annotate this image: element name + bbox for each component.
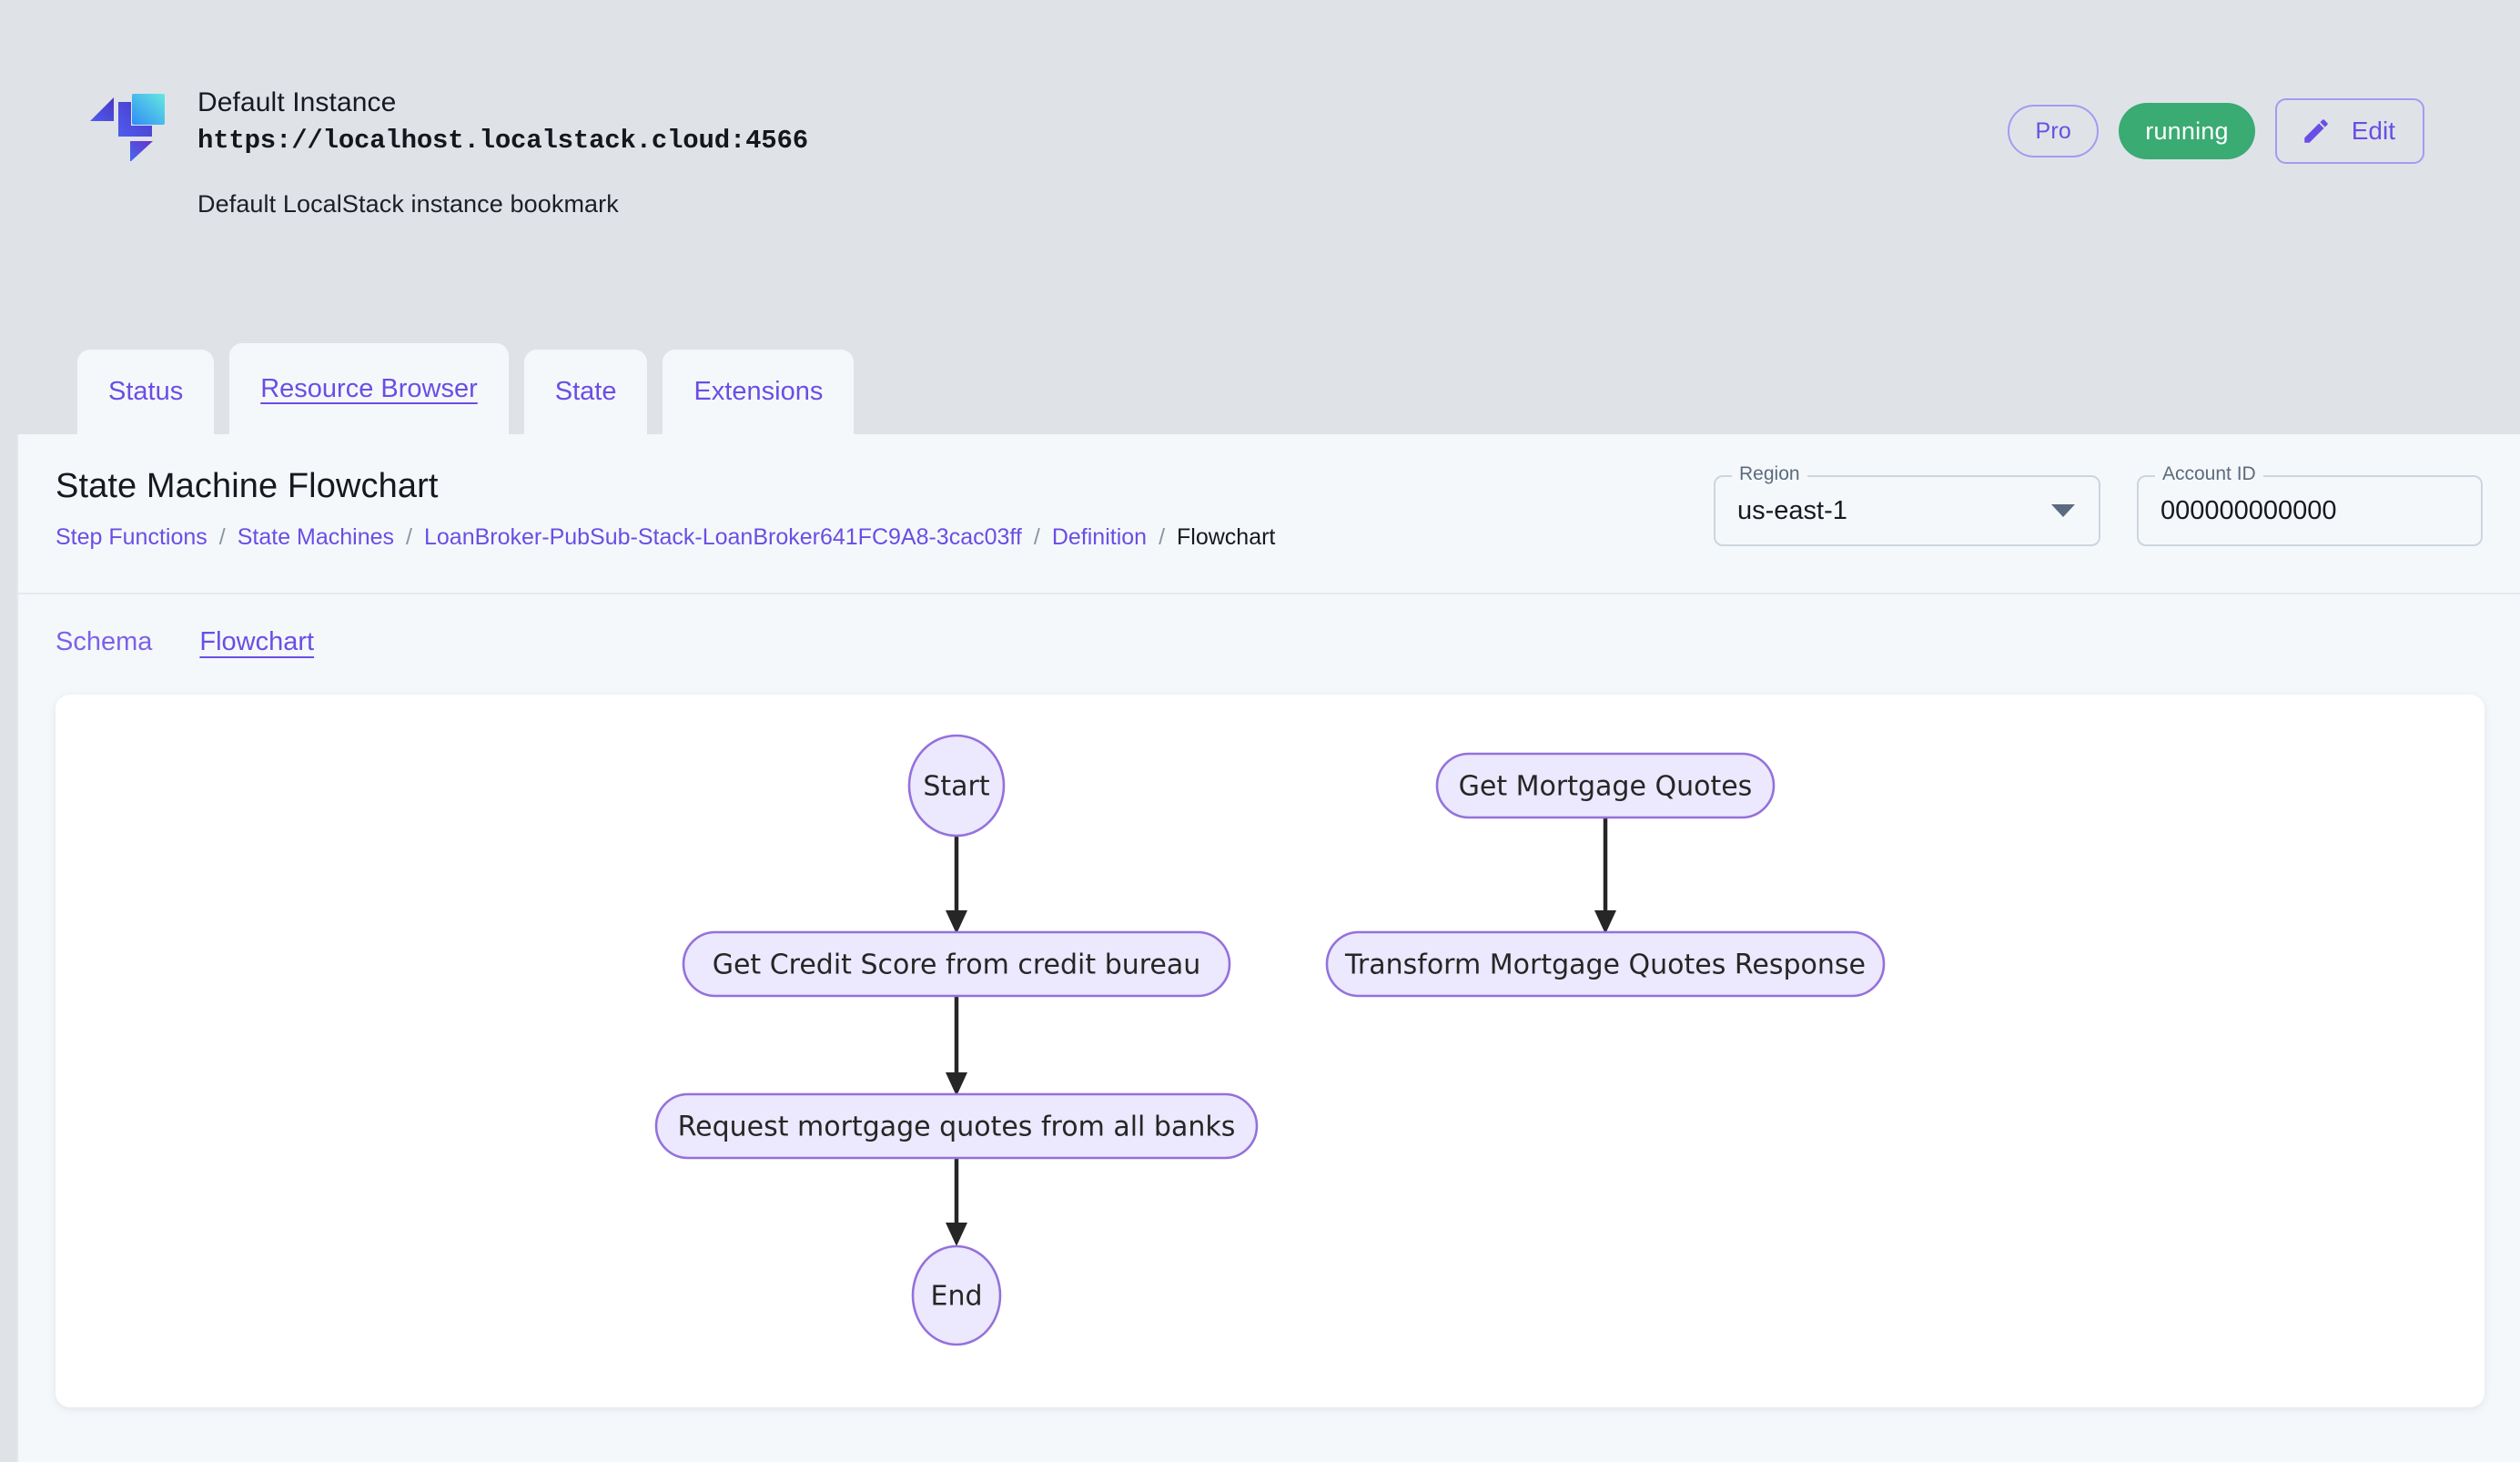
flow-node-start-label: Start: [923, 771, 990, 803]
pro-badge: Pro: [2008, 105, 2100, 157]
flow-node-request-mortgage-quotes-label: Request mortgage quotes from all banks: [678, 1112, 1236, 1143]
flow-node-transform-mortgage-quotes-response[interactable]: Transform Mortgage Quotes Response: [1325, 930, 1886, 998]
account-id-value: 000000000000: [2161, 495, 2337, 525]
breadcrumb-separator: /: [406, 524, 412, 550]
flow-node-transform-mortgage-quotes-response-label: Transform Mortgage Quotes Response: [1344, 949, 1866, 981]
breadcrumb-item-flowchart: Flowchart: [1177, 524, 1276, 550]
breadcrumb-item-definition[interactable]: Definition: [1051, 524, 1148, 550]
edit-button-label: Edit: [2351, 117, 2395, 145]
breadcrumb: Step Functions / State Machines / LoanBr…: [56, 524, 1275, 551]
flow-node-get-credit-score[interactable]: Get Credit Score from credit bureau: [682, 930, 1231, 998]
tab-extensions-label: Extensions: [693, 377, 824, 406]
subtab-flowchart[interactable]: Flowchart: [199, 627, 315, 656]
pencil-icon: [2304, 119, 2328, 143]
flowchart-card: Start Get Credit Score from credit burea…: [56, 695, 2485, 1407]
flow-node-start[interactable]: Start: [907, 734, 1006, 838]
breadcrumb-item-state-machine-name[interactable]: LoanBroker-PubSub-Stack-LoanBroker641FC9…: [424, 524, 1022, 550]
content-panel: State Machine Flowchart Step Functions /…: [16, 434, 2520, 1462]
instance-url: https://localhost.localstack.cloud:4566: [197, 125, 808, 156]
breadcrumb-separator: /: [218, 524, 226, 550]
page-header: State Machine Flowchart Step Functions /…: [18, 434, 2520, 594]
region-label: Region: [1732, 464, 1807, 483]
instance-description: Default LocalStack instance bookmark: [197, 190, 619, 218]
breadcrumb-item-step-functions[interactable]: Step Functions: [56, 524, 207, 550]
tab-state[interactable]: State: [523, 350, 648, 434]
account-id-input[interactable]: Account ID 000000000000: [2137, 464, 2483, 546]
region-select[interactable]: Region us-east-1: [1714, 464, 2100, 546]
instance-summary: Default Instance https://localhost.local…: [86, 77, 808, 218]
primary-tabs: Status Resource Browser State Extensions: [77, 343, 855, 434]
edit-button[interactable]: Edit: [2274, 98, 2424, 164]
tab-status[interactable]: Status: [77, 350, 215, 434]
instance-name: Default Instance: [197, 87, 397, 117]
tab-resource-browser-label: Resource Browser: [260, 373, 478, 403]
app-header: Default Instance https://localhost.local…: [0, 0, 2520, 434]
localstack-logo-icon: [86, 77, 170, 161]
account-id-label: Account ID: [2155, 464, 2263, 483]
breadcrumb-separator: /: [1159, 524, 1166, 550]
flow-node-request-mortgage-quotes[interactable]: Request mortgage quotes from all banks: [654, 1092, 1259, 1160]
header-actions: Pro running Edit: [2008, 98, 2424, 164]
instance-meta: Default Instance https://localhost.local…: [197, 77, 808, 218]
flow-node-end[interactable]: End: [911, 1244, 1002, 1346]
breadcrumb-item-state-machines[interactable]: State Machines: [237, 524, 395, 550]
tab-status-label: Status: [108, 377, 184, 406]
subtab-schema[interactable]: Schema: [56, 627, 153, 656]
flow-node-get-mortgage-quotes[interactable]: Get Mortgage Quotes: [1435, 752, 1776, 819]
breadcrumb-separator: /: [1033, 524, 1040, 550]
flow-node-end-label: End: [930, 1281, 982, 1313]
state-machine-flowchart: Start Get Credit Score from credit burea…: [654, 734, 1886, 1346]
flow-edges: [946, 817, 1616, 1246]
secondary-tabs: Schema Flowchart: [18, 594, 2520, 690]
chevron-down-icon: [2051, 504, 2075, 517]
flow-node-get-credit-score-label: Get Credit Score from credit bureau: [713, 949, 1201, 981]
flow-node-get-mortgage-quotes-label: Get Mortgage Quotes: [1459, 771, 1753, 803]
tab-resource-browser[interactable]: Resource Browser: [229, 343, 509, 434]
status-badge: running: [2119, 103, 2255, 159]
tab-state-label: State: [554, 377, 617, 406]
filter-fields: Region us-east-1 Account ID 000000000000: [1714, 464, 2483, 546]
tab-extensions[interactable]: Extensions: [663, 350, 855, 434]
page-title: State Machine Flowchart: [56, 467, 439, 505]
region-value: us-east-1: [1737, 495, 1847, 525]
